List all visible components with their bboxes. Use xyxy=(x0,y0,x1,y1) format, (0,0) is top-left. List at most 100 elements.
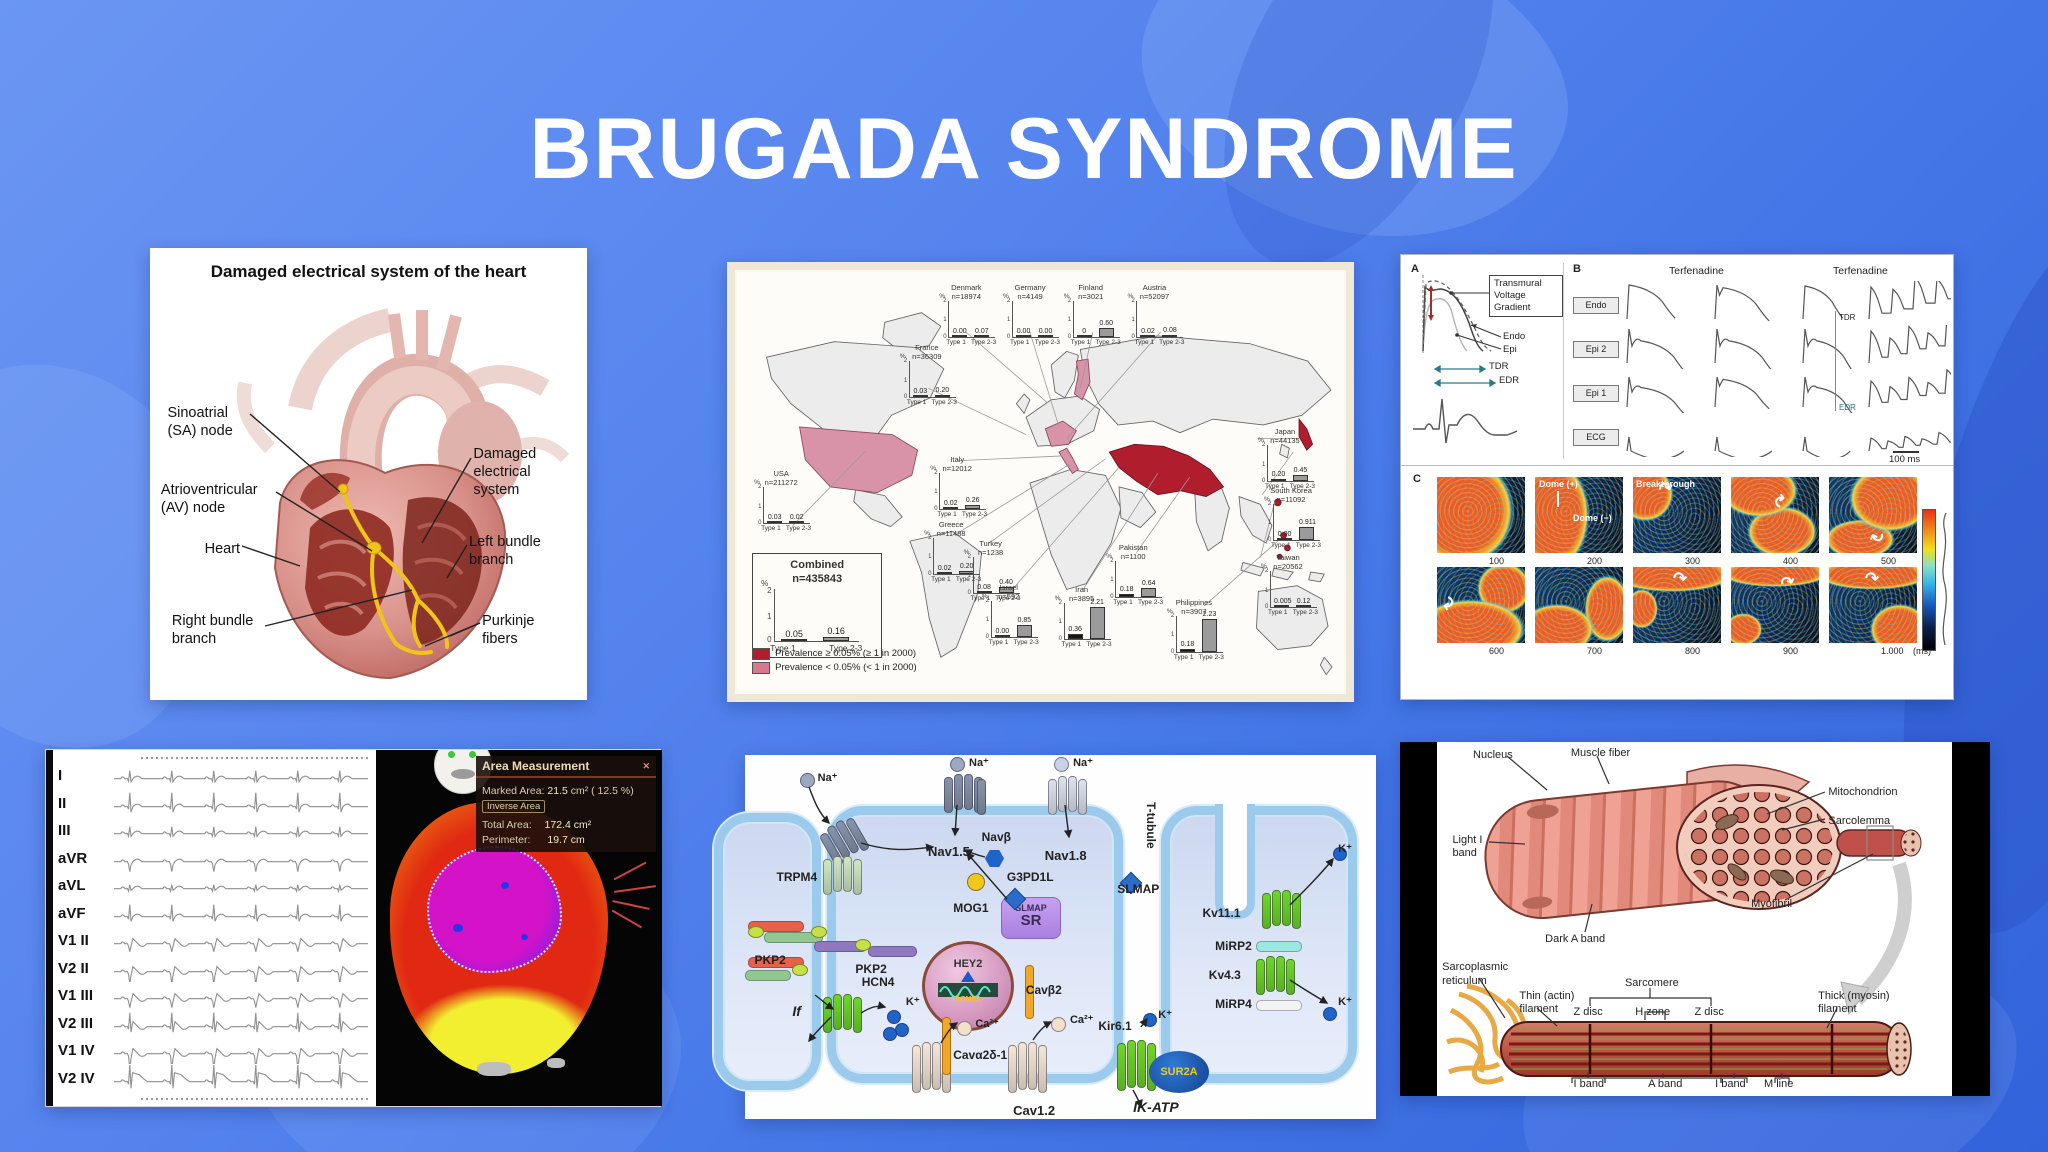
right-bundle-label: Right bundle branch xyxy=(171,612,254,647)
chart-country: Taiwan xyxy=(1276,553,1300,563)
desmosome-node xyxy=(792,964,809,977)
chart-n: n=1100 xyxy=(1120,551,1146,561)
type23-value: 0.20 xyxy=(959,562,974,570)
ecg-trace xyxy=(114,992,368,1008)
type23-value: 0.00 xyxy=(1038,327,1053,335)
k-ion xyxy=(883,1027,897,1041)
perimeter-value: 19.7 cm xyxy=(547,834,585,846)
chart-n: n=3021 xyxy=(1078,291,1104,301)
country-philippines-red xyxy=(1276,553,1283,560)
chart-country: Greece xyxy=(938,519,964,529)
type23-bar xyxy=(974,334,990,337)
type1-value: 0.03 xyxy=(913,388,928,396)
edr-label: EDR xyxy=(1499,375,1520,386)
legend-swatch xyxy=(752,661,771,674)
type23-bar xyxy=(1201,619,1217,652)
cav-alpha2delta-stick xyxy=(942,1017,951,1075)
chart-country: Pakistan xyxy=(1118,542,1148,552)
type1-value: 0.08 xyxy=(977,583,991,591)
map-legend: Prevalence ≥ 0.05% (≥ 1 in 2000)Prevalen… xyxy=(752,646,917,674)
legend-item: Prevalence < 0.05% (< 1 in 2000) xyxy=(752,661,917,674)
type1-value: 0.00 xyxy=(952,327,967,335)
type1-value: 0.20 xyxy=(1271,470,1286,478)
country-new-zealand xyxy=(1319,656,1333,676)
ecg-lead-label: V1 IV xyxy=(58,1042,95,1059)
chart-n: n=3895 xyxy=(1069,593,1095,603)
type23-value: 0.07 xyxy=(974,327,989,335)
close-icon[interactable]: ✕ xyxy=(642,760,650,771)
frame-time-label: 800 xyxy=(1685,646,1701,656)
nav18-channel xyxy=(1048,776,1087,815)
type1-bar xyxy=(976,590,992,593)
na--label: Na⁺ xyxy=(817,772,838,785)
ecg-trace xyxy=(114,792,368,812)
frame-time-label: 700 xyxy=(1587,646,1603,656)
a-band-label: A band xyxy=(1648,1078,1683,1091)
endo-label: Endo xyxy=(1503,331,1526,342)
region-central-america xyxy=(853,489,903,528)
dna-icon xyxy=(938,983,998,997)
action-potential-trace-row xyxy=(1621,265,2001,325)
chart-n: n=4149 xyxy=(1017,291,1043,301)
optical-map-frame: ↷ xyxy=(1731,477,1819,553)
inverse-area-button[interactable]: Inverse Area xyxy=(482,800,546,813)
ecg-lead-row: aVL xyxy=(58,872,372,899)
optical-map-frame xyxy=(1535,567,1623,643)
type1-bar xyxy=(937,571,953,574)
mirp4-subunit xyxy=(1256,1000,1302,1011)
ecg-top-gridline xyxy=(141,757,371,759)
chart-leader-lines xyxy=(792,331,1300,607)
area-measurement-box: Area Measurement ✕ Marked Area: 21.5 cm²… xyxy=(476,756,656,852)
chart-country: Denmark xyxy=(951,282,982,292)
frame-time-label: 900 xyxy=(1783,646,1799,656)
ecg-lead-label: V1 III xyxy=(58,987,94,1004)
ecg-lead-row: V1 II xyxy=(58,927,372,954)
type1-value: 0.18 xyxy=(1119,586,1134,594)
type1-bar xyxy=(1119,594,1135,597)
hcn4-channel xyxy=(823,994,862,1033)
transmural-voltage-gradient-label: Transmural Voltage Gradient xyxy=(1489,275,1563,317)
marked-area-unit: cm² ( 12.5 %) xyxy=(570,785,634,797)
type1-value: 0.02 xyxy=(943,499,958,507)
na--label: Na⁺ xyxy=(1073,757,1093,770)
wavefront-arrow-icon: ↷ xyxy=(1673,569,1688,588)
panel-a-letter: A xyxy=(1411,263,1419,275)
type23-value: 2.23 xyxy=(1202,611,1217,619)
b-row-label-epi-2: Epi 2 xyxy=(1573,341,1619,358)
ecg-lead-row: V2 II xyxy=(58,955,372,982)
k-ion xyxy=(1333,847,1347,861)
country-usa-pink xyxy=(798,426,919,494)
ecg-lead-label: I xyxy=(58,767,63,784)
chart-country: Finland xyxy=(1078,282,1104,292)
wavefront-arrow-icon: ↷ xyxy=(1866,524,1887,547)
type23-value: 0.40 xyxy=(999,578,1013,586)
type23-bar xyxy=(823,637,850,641)
total-area-value: 172.4 cm² xyxy=(544,819,592,831)
ecg-trace xyxy=(114,858,368,872)
type23-bar xyxy=(965,504,981,509)
type1-value: 0.05 xyxy=(785,628,803,639)
world-map-graphic xyxy=(766,312,1333,676)
chart-country: South Korea xyxy=(1270,486,1312,496)
k-ion xyxy=(895,1023,909,1037)
type23-value: 0.02 xyxy=(789,514,804,522)
dome-negative-label: Dome (−) xyxy=(1573,513,1612,523)
type1-value: 0.00 xyxy=(995,627,1010,635)
ecg-lead-row: I xyxy=(58,762,372,789)
slmap-sr-line1: SLMAP xyxy=(1015,903,1047,913)
type1-value: 0.02 xyxy=(937,564,952,572)
frame-time-label: 500 xyxy=(1881,556,1897,566)
sinoatrial-label: Sinoatrial (SA) node xyxy=(167,404,233,440)
cell-left xyxy=(714,813,821,1090)
cav-beta2-stick xyxy=(1025,965,1034,1019)
z-disc-label: Z disc xyxy=(1694,1005,1724,1018)
area-measurement-title: Area Measurement xyxy=(482,759,590,773)
chart-country: Combined xyxy=(790,559,845,572)
